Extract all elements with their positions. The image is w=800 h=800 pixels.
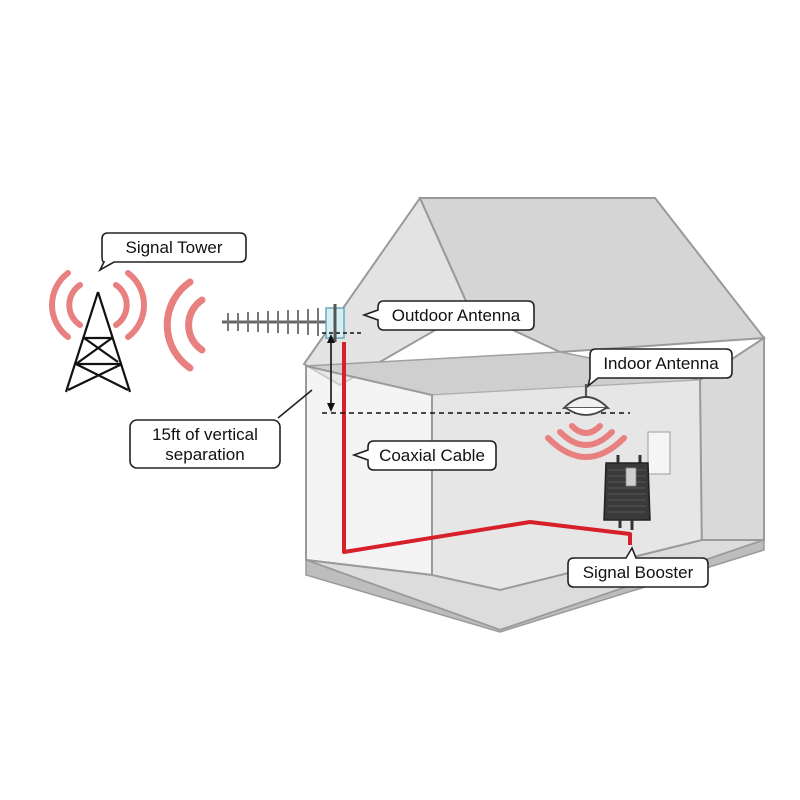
- callout-signal-tower: Signal Tower: [98, 232, 247, 273]
- label-outdoor-antenna: Outdoor Antenna: [392, 306, 521, 325]
- signal-booster: [603, 455, 651, 530]
- incoming-signal-waves: [163, 278, 206, 372]
- callout-coaxial-cable: Coaxial Cable: [351, 440, 497, 471]
- indoor-signal-waves: [545, 423, 627, 460]
- label-vertical-separation-line1: 15ft of vertical: [152, 425, 258, 444]
- label-coaxial-cable: Coaxial Cable: [379, 446, 485, 465]
- wall-outlet: [647, 431, 671, 475]
- callout-outdoor-antenna: Outdoor Antenna: [361, 300, 535, 331]
- outdoor-antenna: [222, 304, 345, 342]
- tower-signal-waves: [49, 270, 147, 340]
- floor-slab: [305, 538, 765, 633]
- indoor-antenna: [561, 384, 611, 416]
- label-signal-booster: Signal Booster: [583, 563, 694, 582]
- label-signal-tower: Signal Tower: [125, 238, 222, 257]
- label-indoor-antenna: Indoor Antenna: [603, 354, 719, 373]
- signal-tower: [64, 291, 132, 393]
- callout-signal-booster: Signal Booster: [567, 546, 709, 588]
- callout-vertical-separation: 15ft of vertical separation: [129, 389, 313, 469]
- label-vertical-separation-line2: separation: [165, 445, 244, 464]
- coaxial-cable: [342, 342, 632, 554]
- callout-indoor-antenna: Indoor Antenna: [586, 348, 733, 389]
